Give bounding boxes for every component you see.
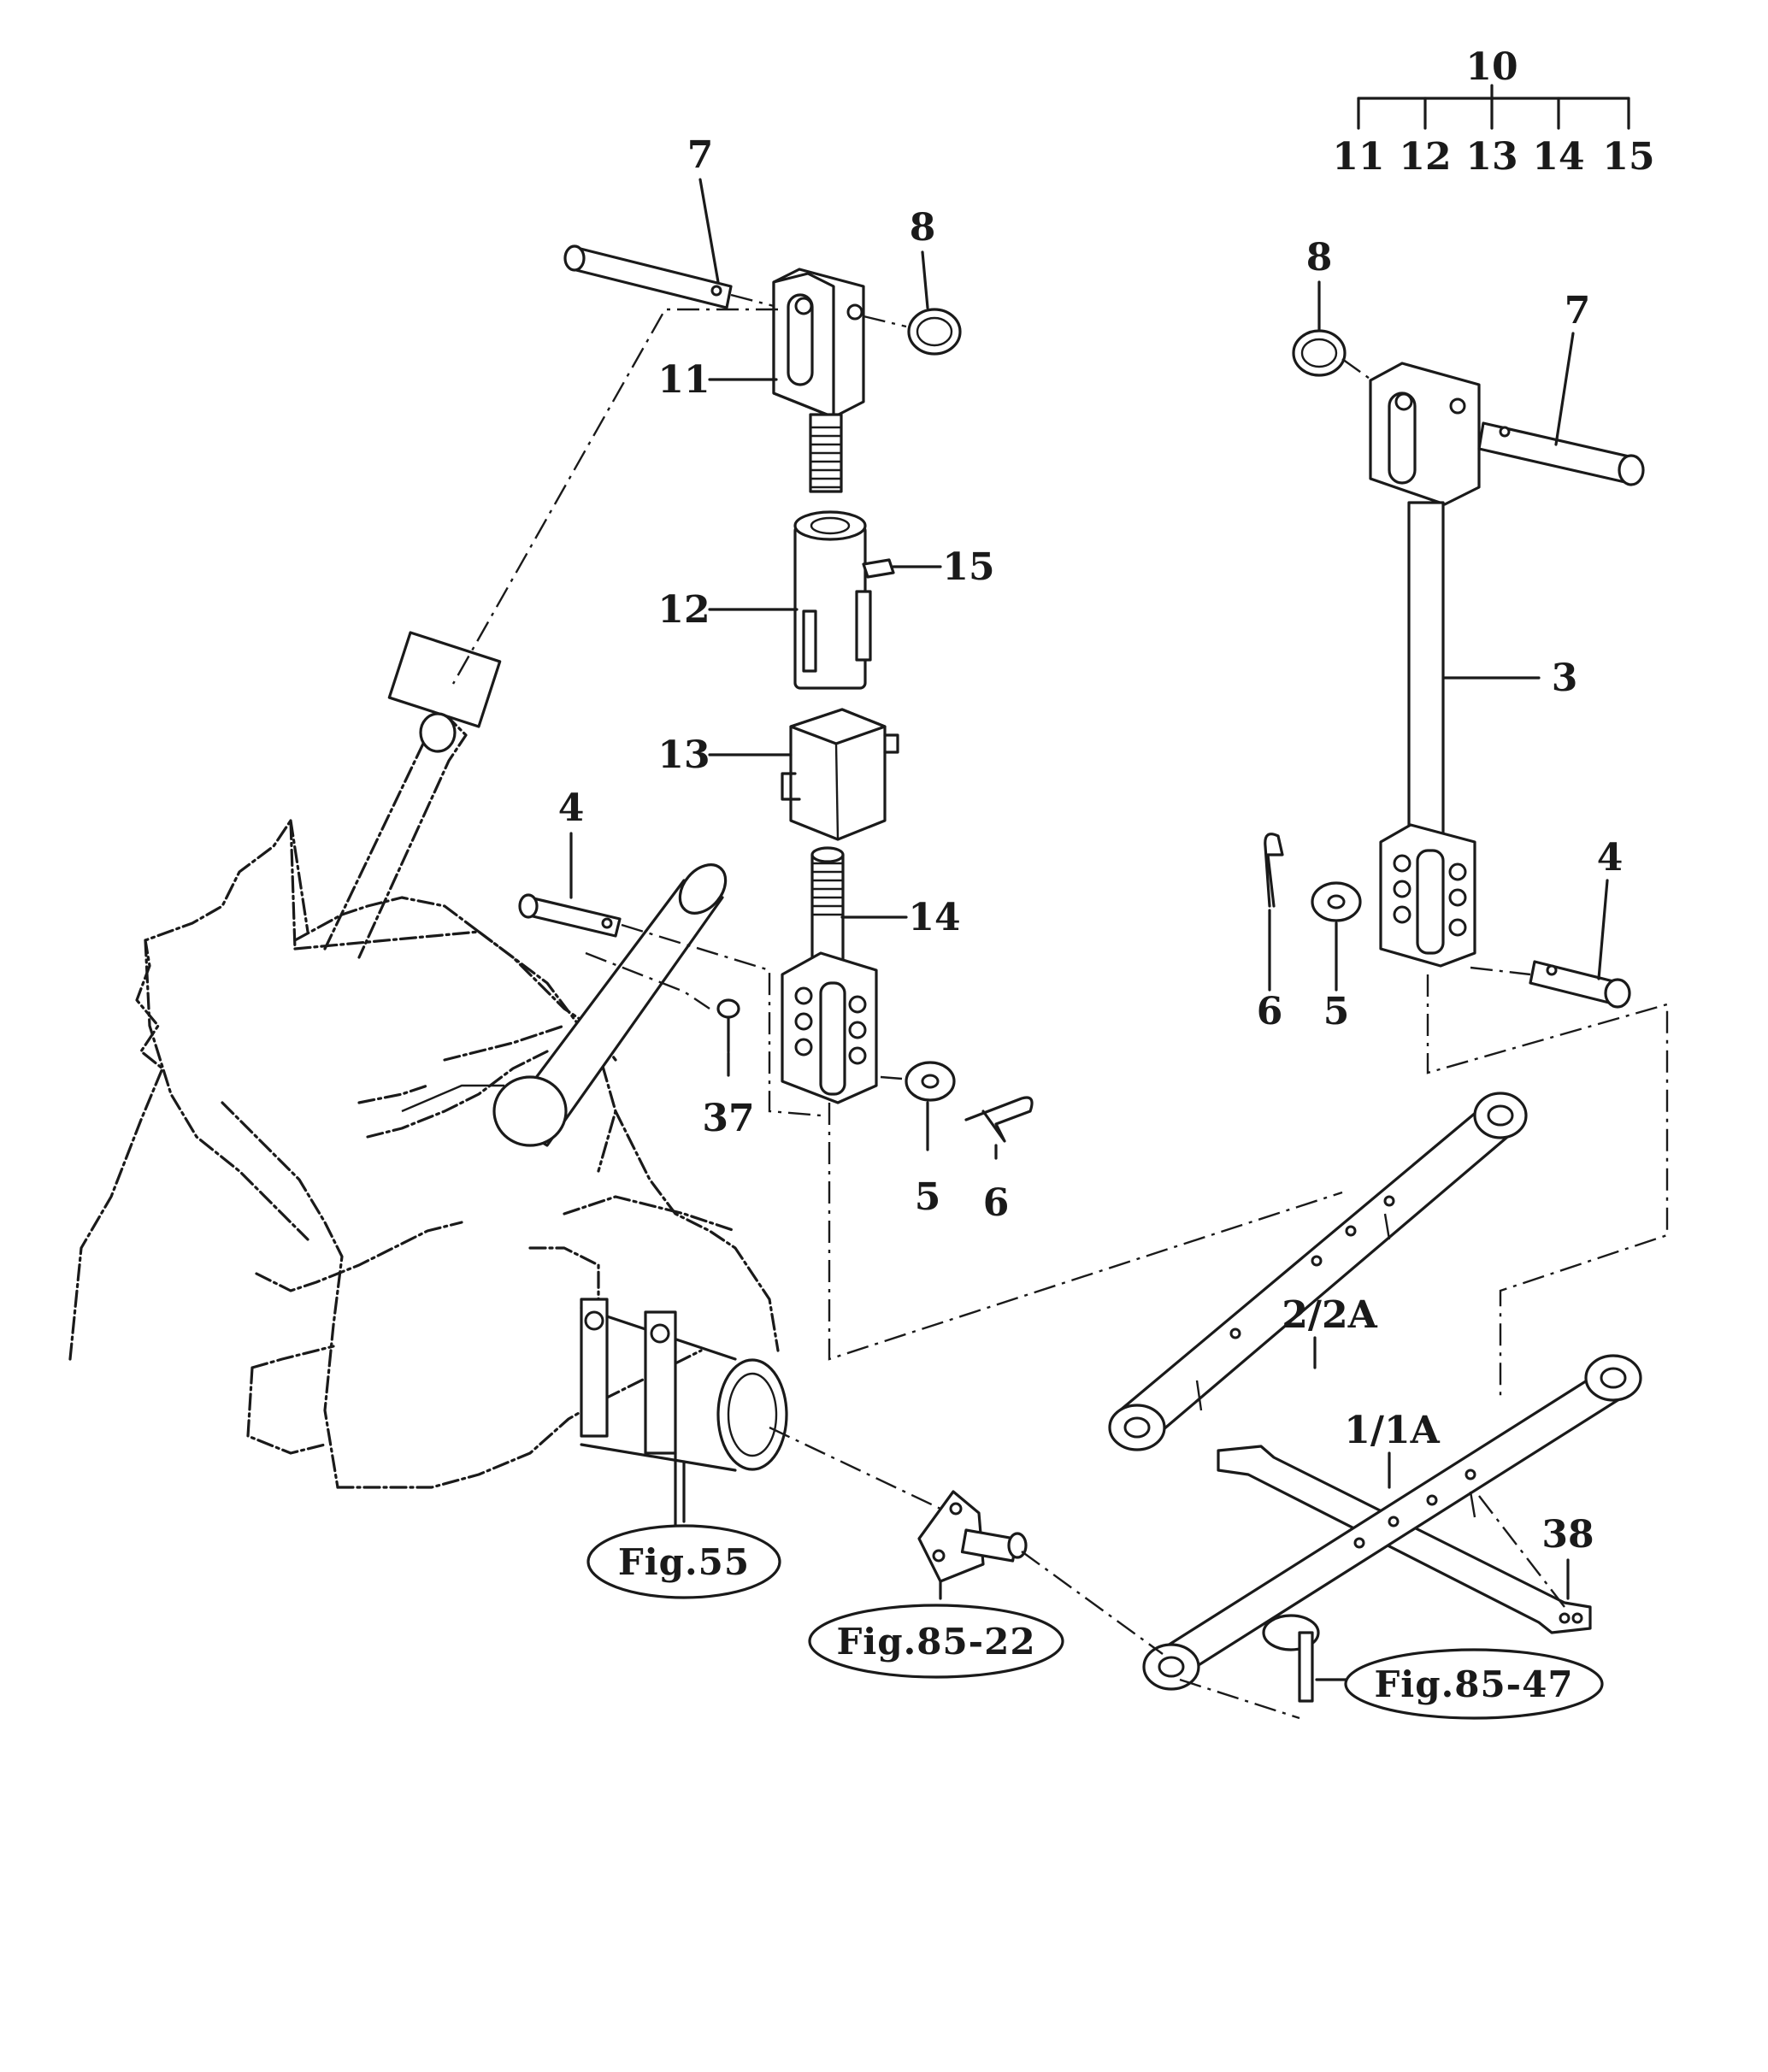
callout-3: 3 [1552, 656, 1578, 700]
ring-8-right [1292, 329, 1347, 377]
callout-12-group: 12 [1399, 135, 1451, 179]
tractor-housing [68, 819, 788, 1532]
lift-arm-right [401, 863, 728, 1147]
callout-labels: 10 11 12 13 14 15 7 8 11 15 12 13 4 14 3… [558, 45, 1655, 1557]
sleeve-13 [781, 708, 899, 841]
callout-12: 12 [657, 588, 710, 632]
callout-6-right: 6 [1257, 990, 1283, 1033]
pin-4-right [1529, 960, 1631, 1009]
left-lift-rod [518, 244, 1034, 1143]
right-lift-rod [1264, 329, 1645, 1009]
callout-8-right: 8 [1306, 236, 1333, 280]
callout-1-1a: 1/1A [1344, 1409, 1440, 1452]
flange-pin [917, 1490, 1028, 1600]
rod-3 [1379, 501, 1476, 968]
washer-5-left [905, 1061, 956, 1102]
linch-pin [1262, 1614, 1320, 1703]
callout-38: 38 [1541, 1513, 1594, 1557]
rod-14 [781, 846, 878, 1104]
callout-8-left: 8 [910, 206, 936, 250]
callout-37: 37 [702, 1097, 754, 1140]
stabilizer-38 [1217, 1445, 1592, 1634]
callout-7-left: 7 [687, 133, 714, 177]
callout-7-right: 7 [1565, 289, 1591, 333]
washer-5-right [1311, 881, 1362, 922]
fig55-label: Fig.55 [618, 1541, 750, 1583]
callout-11-group: 11 [1332, 135, 1384, 179]
callout-4-right: 4 [1597, 836, 1624, 880]
ring-8-left [907, 308, 962, 356]
pin-4-left [518, 893, 622, 938]
fig85-22-label: Fig.85-22 [836, 1621, 1035, 1663]
group-bracket [1357, 84, 1630, 130]
lower-link-2-2a [1108, 1092, 1528, 1451]
leader-lines [569, 178, 1609, 1600]
callout-13-group: 13 [1465, 135, 1518, 179]
assembly-lines [451, 293, 1669, 1720]
callout-14: 14 [908, 896, 960, 939]
figure-references: Fig.55 Fig.85-22 Fig.85-47 [586, 1460, 1604, 1720]
callout-11: 11 [657, 358, 710, 402]
lift-arm-left [323, 631, 502, 959]
fig85-47-label: Fig.85-47 [1374, 1663, 1573, 1705]
fig55-reference[interactable]: Fig.55 [586, 1460, 781, 1599]
fig85-22-reference[interactable]: Fig.85-22 [808, 1604, 1064, 1679]
clevis-3-top [1369, 362, 1481, 506]
callout-2-2a: 2/2A [1282, 1293, 1377, 1337]
tube-12 [793, 510, 895, 690]
callout-13: 13 [657, 733, 710, 777]
callout-15-group: 15 [1602, 135, 1654, 179]
fig85-47-reference[interactable]: Fig.85-47 [1315, 1648, 1604, 1720]
lower-link-1-1a [1142, 1354, 1642, 1691]
callout-4-left: 4 [558, 786, 585, 830]
callout-5-right: 5 [1323, 990, 1350, 1033]
rclip-6-left [964, 1096, 1034, 1143]
clevis-11 [772, 268, 865, 493]
pin-7-left [563, 244, 733, 309]
pin-7-right [1477, 421, 1645, 486]
rclip-6-right [1264, 833, 1284, 908]
callout-14-group: 14 [1532, 135, 1584, 179]
callout-15: 15 [942, 545, 994, 589]
bolt-37 [716, 998, 740, 1053]
callout-5-left: 5 [915, 1175, 941, 1219]
callout-10: 10 [1465, 45, 1518, 89]
callout-6-left: 6 [983, 1181, 1010, 1225]
